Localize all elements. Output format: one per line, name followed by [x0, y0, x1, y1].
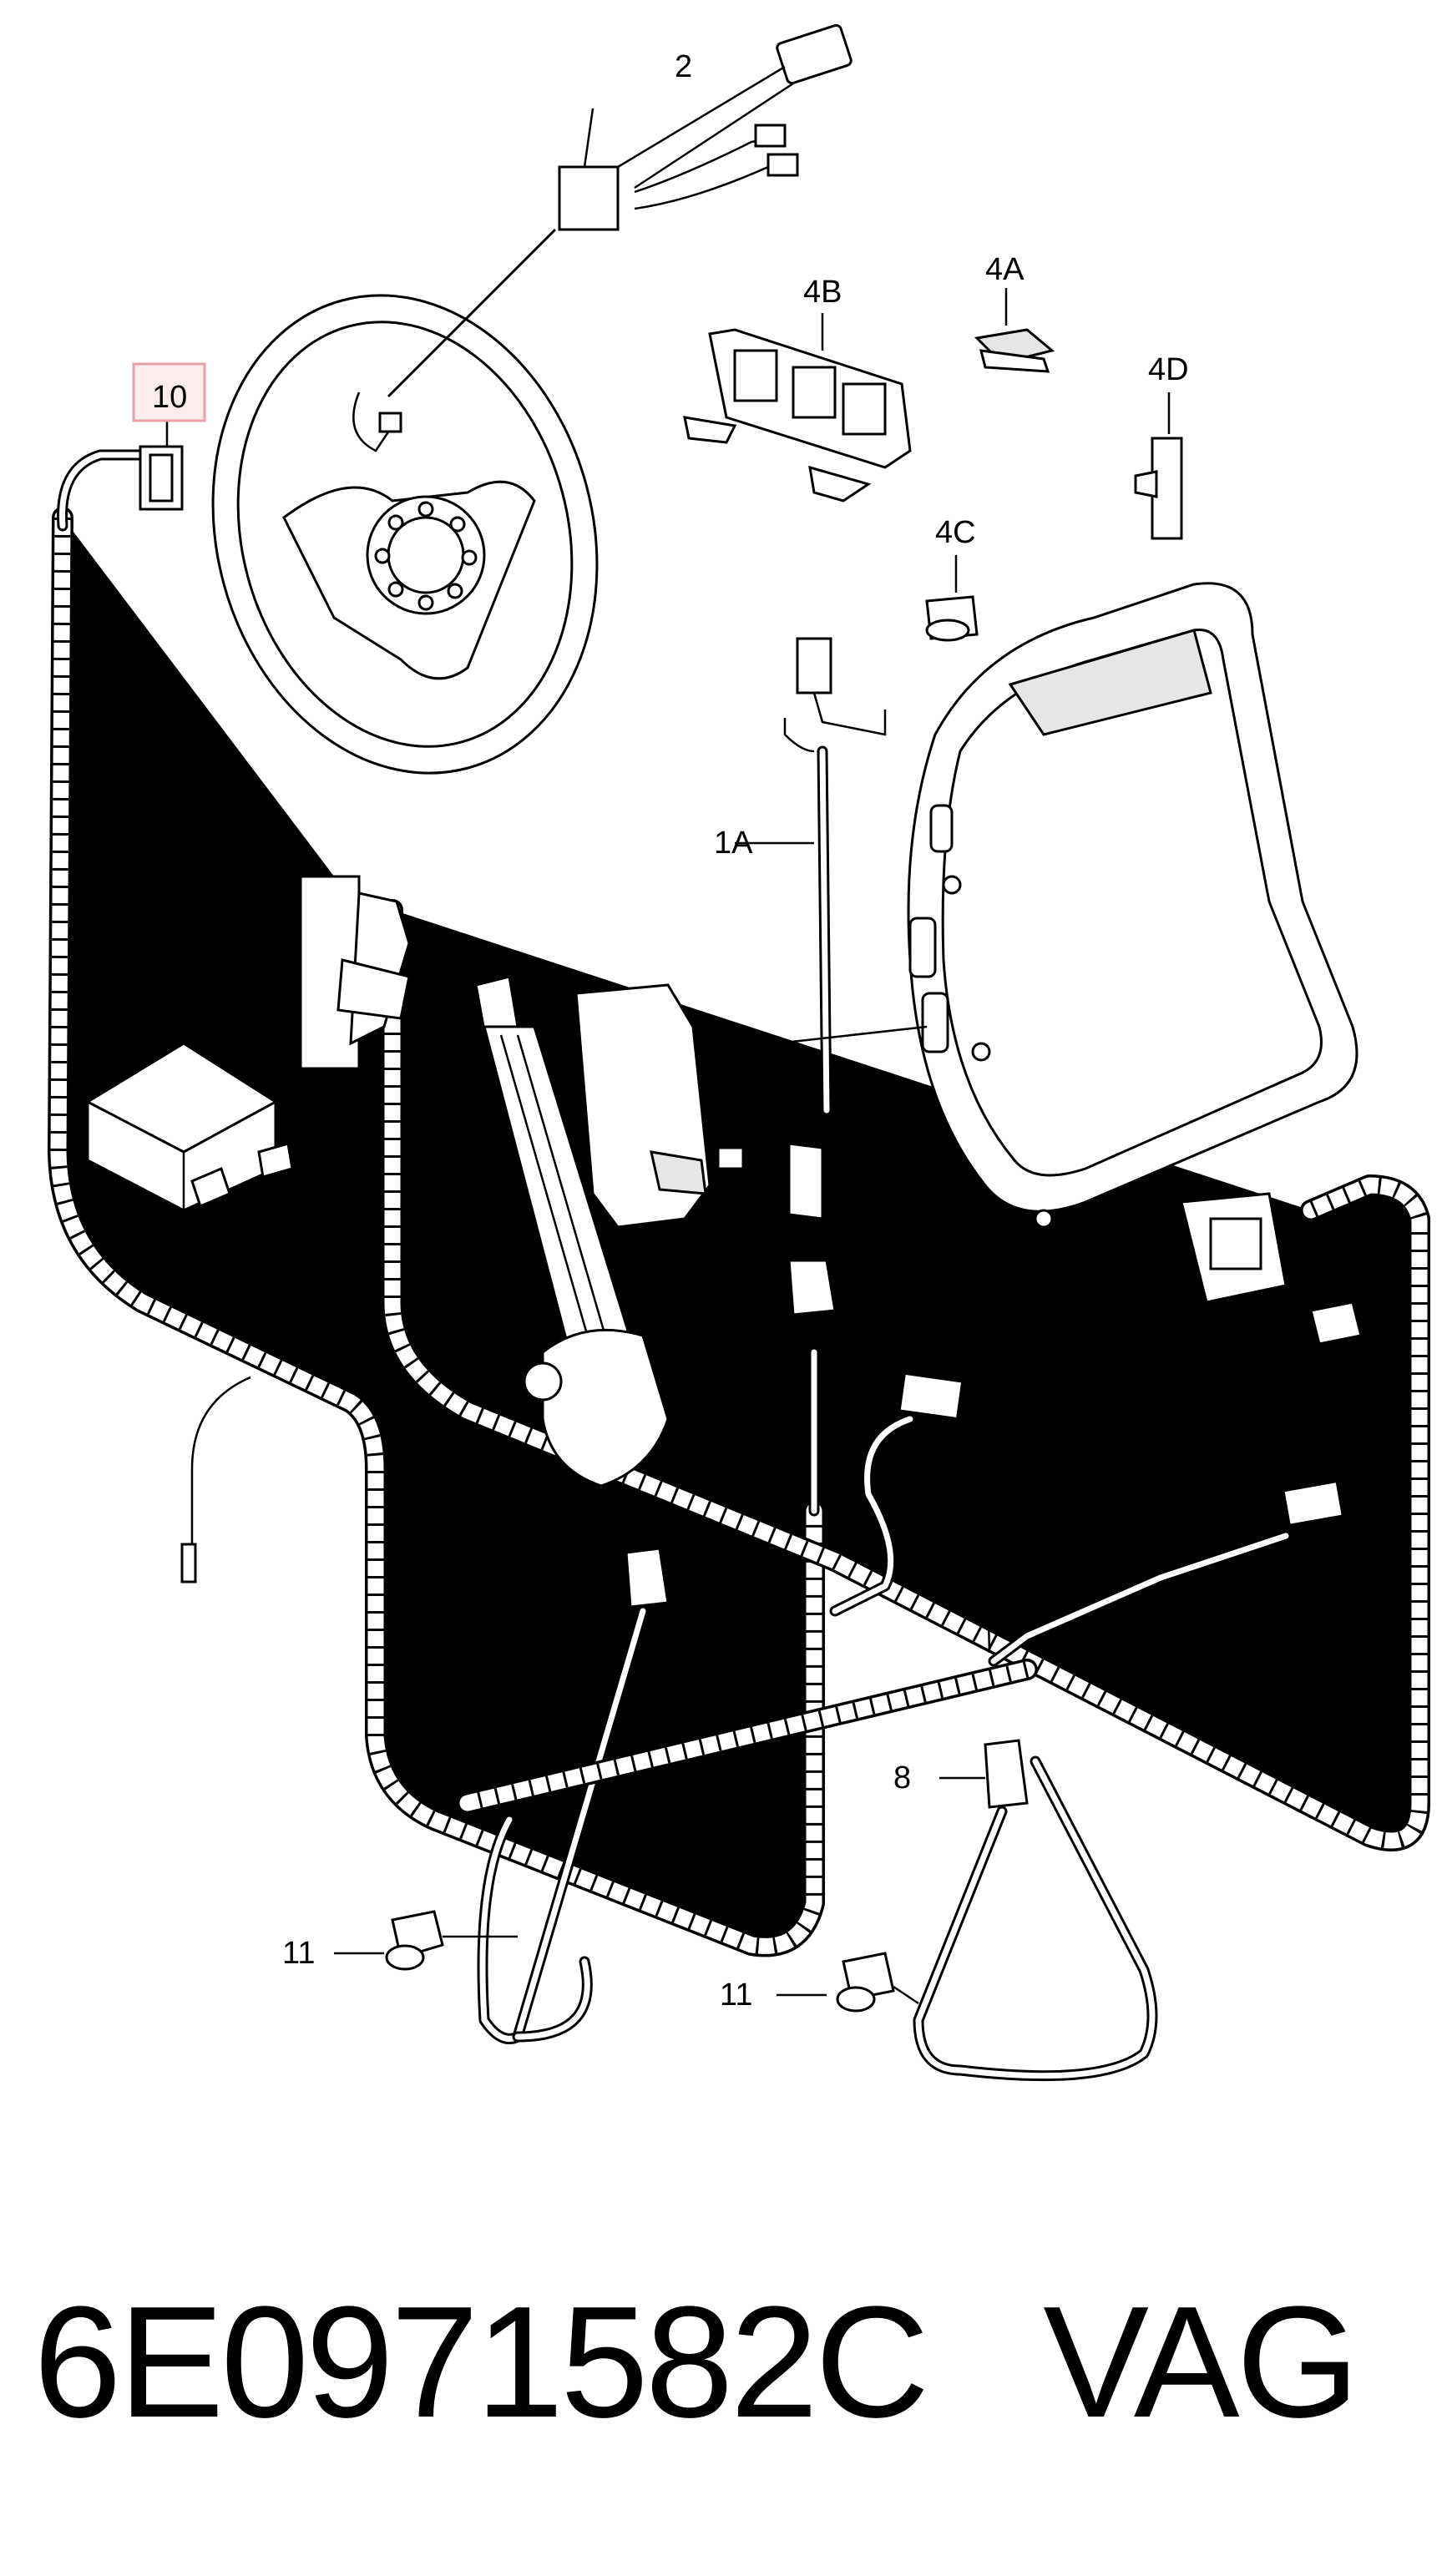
part-4B — [683, 313, 912, 503]
part-9-connector-b — [988, 1479, 1345, 1667]
lead-terminal — [180, 1543, 197, 1583]
part-8-connector-b — [913, 1739, 1158, 2082]
callout-2: 2 — [675, 49, 692, 84]
brand-name: VAG — [1043, 2274, 1359, 2451]
part-6-bracket — [250, 875, 411, 1070]
callout-2-10: 2 - 10 — [1012, 1493, 1093, 1528]
part-7-connector-b — [1309, 1301, 1363, 1386]
seat-back-frame — [907, 582, 1358, 1229]
branch-wire-10-core — [59, 452, 145, 529]
part-9-connector-a — [829, 1371, 1006, 1617]
callout-6: 6 — [224, 951, 241, 986]
wiring-harness-diagram: 10 2 4B 4A 4D 4C 1A 6 7 9 1 2 - 10 4 7 9… — [0, 23, 1452, 2082]
callout-4B: 4B — [803, 275, 842, 310]
range-bracket — [943, 1458, 1170, 1654]
part-number: 6E0971582C — [33, 2274, 929, 2451]
part-2-wiring — [387, 23, 852, 398]
side-airbag-module — [574, 983, 928, 1229]
part-4-connector — [1180, 1192, 1288, 1352]
callout-11-b: 11 — [720, 1977, 752, 2013]
part-4A — [974, 288, 1055, 373]
callout-9-b: 9 — [1298, 1585, 1316, 1620]
callout-8-a: 8 — [547, 1577, 564, 1612]
callout-9-a: 9 — [1012, 1368, 1030, 1403]
part-7-connector-a — [787, 1259, 885, 1517]
callout-7-a: 7 — [889, 1273, 907, 1308]
callout-7-b: 7 — [1336, 1392, 1353, 1427]
part-11-clip-b — [777, 1952, 919, 2013]
hub-bolts — [374, 501, 478, 611]
branch-wire-10 — [57, 449, 148, 532]
callout-1: 1 — [1050, 1427, 1068, 1462]
part-1A-wire — [716, 637, 887, 1220]
part-10-connector — [132, 362, 206, 511]
control-unit — [86, 1042, 294, 1212]
callout-10: 10 — [152, 380, 187, 415]
callout-1A: 1A — [714, 826, 753, 861]
callout-4: 4 — [1223, 1358, 1241, 1393]
callout-4A: 4A — [985, 252, 1024, 287]
callout-4C: 4C — [935, 515, 976, 550]
part-number-footer: 6E0971582C VAG — [33, 2254, 1419, 2471]
callout-labels: 10 2 4B 4A 4D 4C 1A 6 7 9 1 2 - 10 4 7 9… — [152, 49, 1353, 2013]
part-4C — [925, 555, 979, 642]
part-8-connector-a — [477, 1547, 670, 2044]
highlight-box-10 — [132, 362, 206, 422]
callout-8-b: 8 — [893, 1760, 911, 1796]
part-11-clip-a — [334, 1910, 518, 1971]
callout-11-a: 11 — [282, 1936, 315, 1971]
callout-4D: 4D — [1148, 352, 1189, 387]
lead-wire — [190, 1376, 251, 1553]
steering-wheel — [211, 294, 599, 775]
seat-belt — [474, 975, 670, 1488]
part-4D — [1134, 392, 1183, 540]
